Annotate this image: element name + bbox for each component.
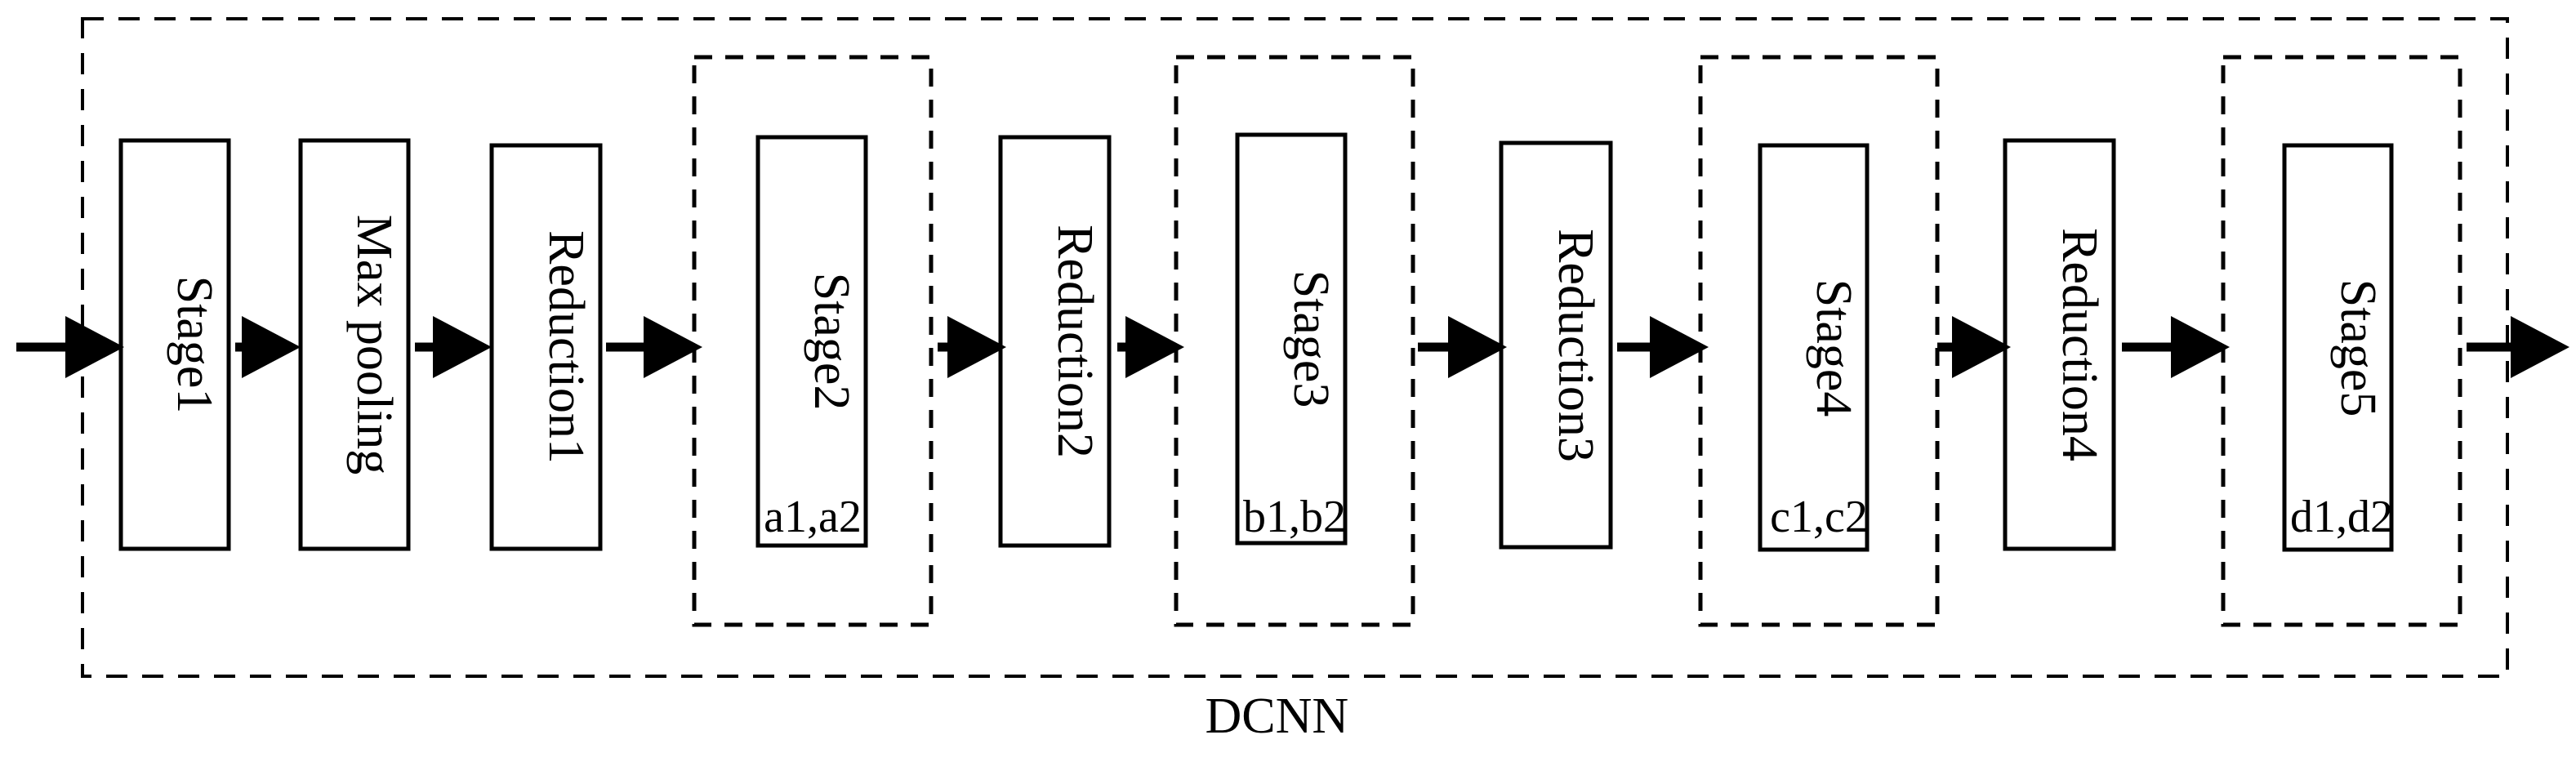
block-label-stage2: Stage2 — [804, 272, 859, 411]
block-stage4[interactable] — [1758, 143, 1870, 552]
arrow-arrow-6 — [1418, 316, 1507, 378]
block-label-reduction1: Reduction1 — [537, 230, 594, 464]
block-label-stage1: Stage1 — [167, 275, 222, 414]
arrow-arrow-8 — [1937, 316, 2011, 378]
arrow-arrow-out — [2467, 316, 2569, 378]
arrow-head-icon — [242, 316, 301, 378]
arrow-arrow-3 — [606, 316, 702, 378]
block-label-stage5: Stage5 — [2329, 278, 2386, 416]
arrow-head-icon — [1448, 316, 1507, 378]
arrow-arrow-7 — [1617, 316, 1709, 378]
arrow-head-icon — [2511, 316, 2569, 378]
arrow-head-icon — [644, 316, 702, 378]
group-label-group-d: d1,d2 — [2290, 492, 2393, 542]
block-stage5[interactable] — [2282, 143, 2394, 552]
arrow-head-icon — [2171, 316, 2230, 378]
block-label-reduction4: Reduction4 — [2051, 228, 2107, 461]
block-reduction4[interactable] — [2003, 138, 2116, 551]
block-label-stage4: Stage4 — [1805, 278, 1861, 416]
arrow-arrow-5 — [1117, 316, 1184, 378]
arrow-arrow-4 — [938, 316, 1006, 378]
block-reduction3[interactable] — [1499, 140, 1613, 550]
arrow-head-icon — [65, 316, 124, 378]
block-label-maxpool: Max pooling — [346, 214, 402, 475]
group-label-group-c: c1,c2 — [1770, 492, 1868, 542]
arrow-arrow-in — [16, 316, 124, 378]
block-stage1[interactable] — [118, 138, 231, 551]
arrow-arrow-2 — [415, 316, 492, 378]
arrow-arrow-1 — [235, 316, 301, 378]
arrow-head-icon — [433, 316, 492, 378]
block-label-reduction3: Reduction3 — [1548, 228, 1603, 462]
arrow-arrow-9 — [2122, 316, 2230, 378]
arrow-head-icon — [1650, 316, 1709, 378]
block-label-reduction2: Reduction2 — [1046, 225, 1103, 458]
block-stage3[interactable] — [1235, 132, 1348, 546]
block-label-stage3: Stage3 — [1283, 270, 1339, 408]
arrow-head-icon — [947, 316, 1006, 378]
network-label-dcnn: DCNN — [1205, 688, 1349, 744]
arrow-head-icon — [1125, 316, 1184, 378]
block-maxpool[interactable] — [298, 138, 411, 551]
block-reduction2[interactable] — [998, 135, 1112, 548]
group-label-group-a: a1,a2 — [764, 492, 862, 542]
group-label-group-b: b1,b2 — [1243, 492, 1346, 542]
arrow-head-icon — [1952, 316, 2011, 378]
block-stage2[interactable] — [755, 135, 868, 548]
